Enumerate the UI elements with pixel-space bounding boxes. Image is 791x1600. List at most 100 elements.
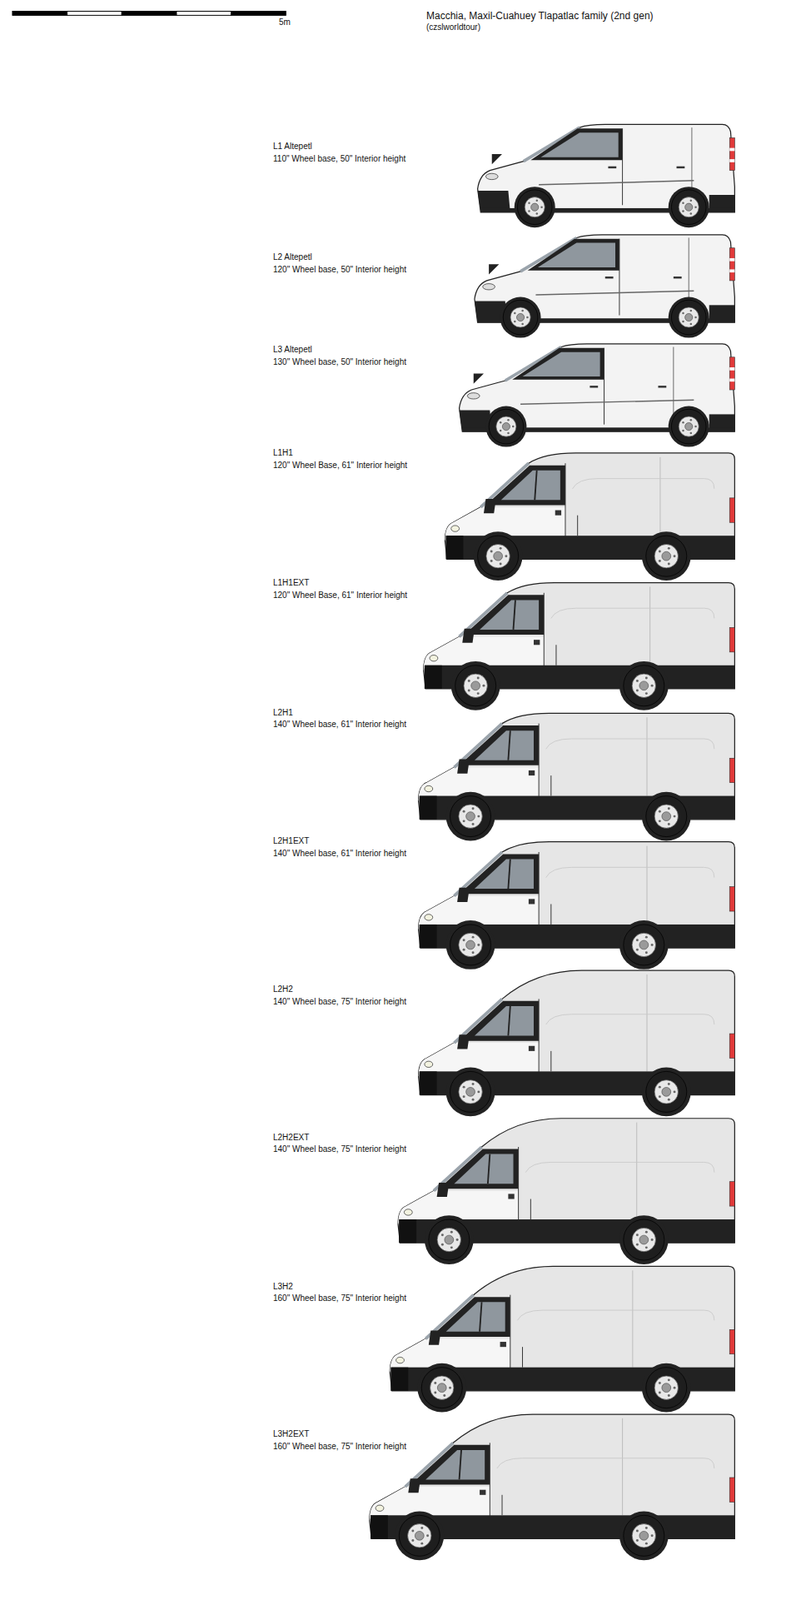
wheel-bolt — [636, 938, 639, 941]
mirror — [457, 1034, 470, 1049]
wheel-arch — [668, 297, 710, 339]
spec-label: 120" Wheel base, 50" Interior height — [273, 264, 407, 275]
wheel-hub — [639, 940, 649, 950]
wheel-bolt — [667, 547, 671, 550]
wheel-bolt — [472, 806, 475, 810]
mirror — [473, 373, 484, 384]
panel-line — [636, 1122, 637, 1219]
wheel-bolt — [636, 1243, 639, 1246]
window-frame — [459, 1000, 540, 1041]
window-pillar — [487, 1154, 490, 1185]
wheel-hub — [471, 681, 481, 691]
wheel-arch — [641, 1363, 692, 1413]
door-handle — [589, 385, 598, 388]
window-glass — [446, 1301, 506, 1332]
wheel-bolt — [472, 1098, 475, 1101]
tyre — [671, 299, 707, 335]
panel-line — [646, 974, 647, 1071]
mirror — [492, 154, 503, 165]
wheel-rim — [524, 197, 545, 218]
window-pillar — [459, 1449, 462, 1480]
window-frame — [430, 1296, 511, 1337]
wheel-bolt — [645, 1230, 648, 1234]
window-frame — [410, 1444, 491, 1485]
wheel-bolt — [477, 815, 480, 818]
tail-light — [729, 497, 735, 523]
wheel-arch — [641, 531, 692, 581]
wheel-hub — [414, 1530, 424, 1540]
tyre — [646, 1070, 687, 1112]
wheel-arch — [641, 791, 692, 841]
wheel-bolt — [651, 943, 654, 946]
window-frame — [459, 853, 540, 894]
spec-label: 120" Wheel Base, 61" Interior height — [273, 590, 408, 601]
wheel-bolt — [467, 689, 471, 692]
wheel-hub — [531, 203, 539, 211]
wheel-bolt — [477, 943, 480, 946]
wheel-bolt — [462, 1085, 466, 1089]
mirror — [488, 263, 499, 274]
wheel-bolt — [658, 1094, 662, 1098]
wheel-bolt — [681, 312, 684, 314]
spec-label: 160" Wheel base, 75" Interior height — [273, 1441, 407, 1452]
spec-label: 160" Wheel base, 75" Interior height — [273, 1293, 407, 1304]
side-trim — [520, 399, 694, 404]
model-name: L3H2 — [273, 1281, 294, 1292]
step-line — [502, 1494, 503, 1516]
window-glass — [501, 470, 561, 501]
tyre — [646, 535, 687, 577]
wheel-bolt — [645, 1245, 648, 1249]
mirror — [457, 758, 470, 773]
mirror — [428, 1330, 442, 1345]
spec-label: 140" Wheel base, 61" Interior height — [273, 719, 407, 730]
wheel-bolt — [658, 819, 662, 822]
tyre — [488, 408, 524, 444]
wheel-bolt — [673, 1386, 677, 1389]
door-handle — [528, 898, 535, 904]
small-van — [477, 124, 736, 228]
wheel-bolt — [536, 212, 538, 214]
spec-label: 110" Wheel base, 50" Interior height — [273, 154, 406, 165]
wheel-hub — [685, 422, 693, 431]
window-glass — [537, 243, 616, 268]
wheel-hub — [466, 940, 476, 950]
headlight — [429, 655, 438, 662]
tyre — [450, 795, 492, 837]
panel-line — [572, 478, 715, 489]
tyre — [421, 1367, 463, 1408]
window-frame — [459, 725, 540, 766]
wheel-bolt — [472, 935, 475, 939]
wheel-bolt — [667, 806, 671, 810]
tyre — [455, 665, 497, 707]
headlight — [424, 1060, 433, 1067]
wheel-rim — [510, 307, 531, 328]
wheel-bolt — [456, 1238, 459, 1241]
panel-line — [551, 607, 715, 618]
panel-van — [418, 841, 736, 970]
tyre — [623, 665, 665, 707]
step-line — [550, 1050, 552, 1072]
wheel-rim — [678, 416, 699, 437]
window-frame — [530, 128, 622, 160]
tail-light — [729, 137, 735, 170]
step-line — [555, 644, 557, 666]
wheel-arch — [446, 791, 496, 841]
wheel-bolt — [673, 554, 677, 558]
panel-line — [646, 845, 647, 925]
spec-label: 140" Wheel base, 75" Interior height — [273, 1144, 407, 1155]
panel-line — [546, 866, 715, 877]
door-handle — [673, 276, 682, 279]
wheel-bolt — [504, 554, 508, 558]
window-glass — [541, 132, 619, 157]
wheel-rim — [458, 1079, 483, 1104]
wheel-bolt — [441, 1243, 444, 1246]
window-pillar — [513, 599, 516, 630]
wheel-arch — [668, 406, 710, 448]
headlight — [424, 914, 433, 921]
model-name: L2 Altepetl — [273, 252, 313, 263]
door-handle — [607, 166, 617, 169]
wheel-hub — [661, 1383, 672, 1393]
panel-line — [659, 457, 661, 536]
wheel-hub — [466, 811, 476, 821]
wheel-bolt — [658, 1085, 662, 1089]
